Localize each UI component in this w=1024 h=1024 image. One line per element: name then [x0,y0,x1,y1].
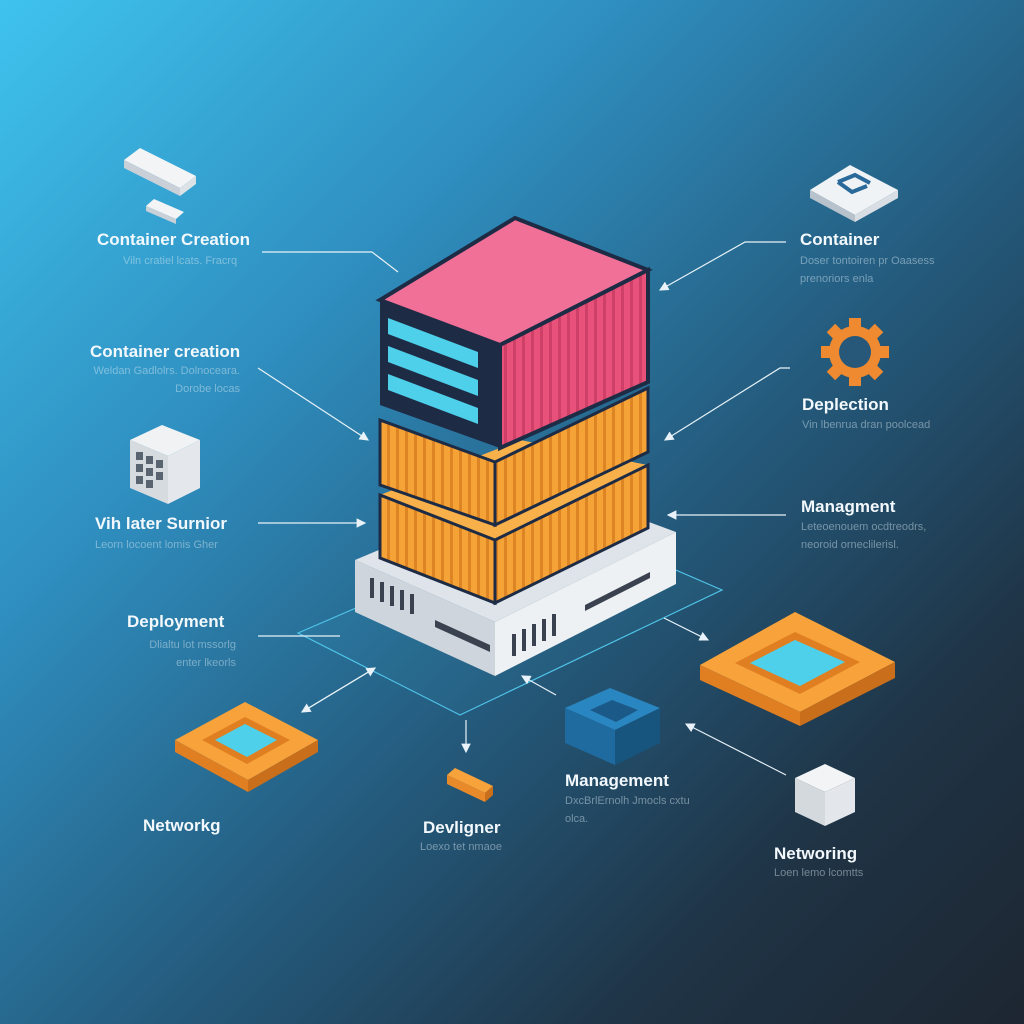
label-desc: Viln cratiel lcats. Fracrq [123,255,238,267]
label-desc: Dlialtu lot mssorlg enter lkeorls [149,639,236,669]
label-title: Container Creation [97,230,251,249]
label-desc: Loexo tet nmaoe [420,841,502,853]
network-chip-right-icon [700,612,895,726]
pink-container-icon [375,215,653,452]
gear-icon [821,318,889,386]
label-title: Management [565,771,669,790]
label-desc: Leorn locoent lomis Gher [95,539,218,551]
management-cube-icon [565,688,660,765]
label-title: Managment [801,497,896,516]
label-title: Deplection [802,395,889,414]
label-desc: Leteoenouem ocdtreodrs, neoroid orneclil… [801,521,927,551]
container-tile-icon [810,165,898,222]
label-desc: DxcBrlErnolh Jmocls cxtu olca. [565,795,690,825]
label-title: Devligner [423,818,501,837]
grid-cube-icon [130,425,200,504]
white-cube-icon [795,764,855,826]
bar-blocks-icon [124,148,196,224]
label-desc: Doser tontoiren pr Oaasess prenoriors en… [800,255,935,285]
server-rack-slots-icon [388,318,478,424]
label-title: Vih later Surnior [95,514,227,533]
label-desc: Weldan Gadlolrs. Dolnoceara. Dorobe loca… [93,365,240,395]
label-desc: Vin lbenrua dran poolcead [802,419,931,431]
orange-block-icon [447,768,493,802]
label-title: Networkg [143,816,221,835]
label-title: Container creation [90,342,241,361]
label-desc: Loen lemo lcomtts [774,867,864,879]
network-chip-left-icon [175,702,318,792]
orange-container-upper-icon [378,385,650,528]
label-title: Container [800,230,880,249]
label-title: Networing [774,844,858,863]
label-title: Deployment [127,612,225,631]
